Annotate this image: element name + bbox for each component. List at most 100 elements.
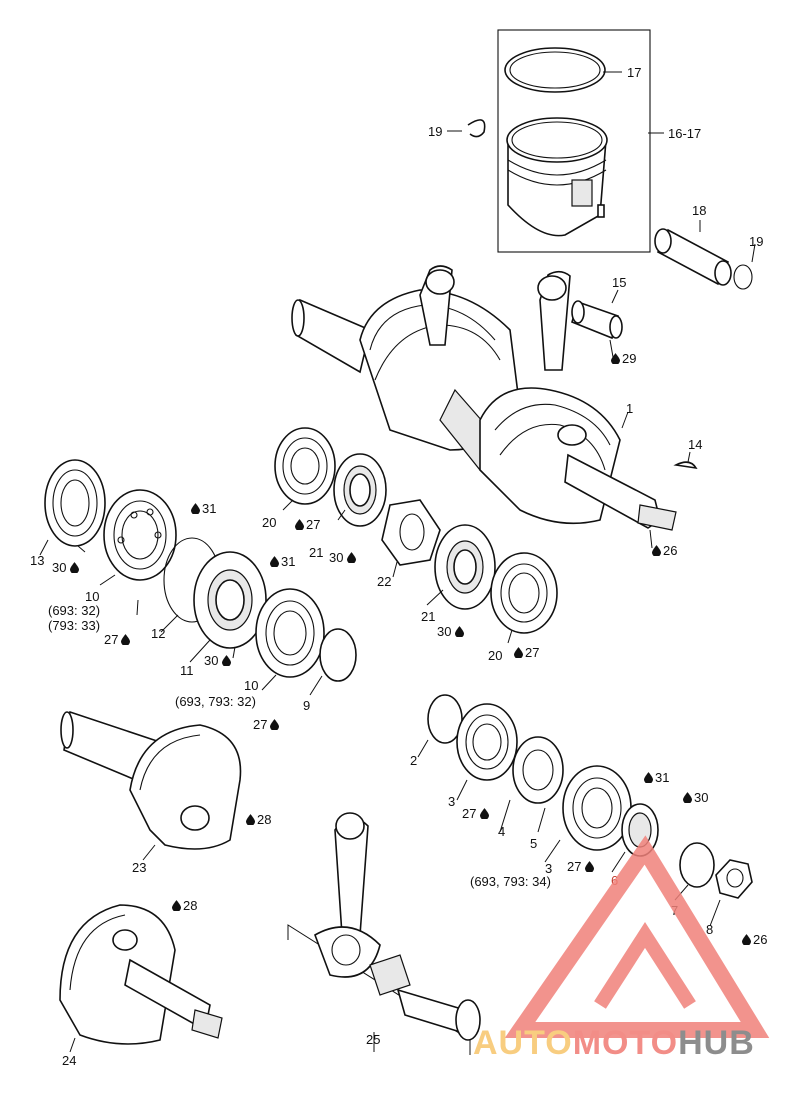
label-5: 5 [530,836,537,851]
label-9: 9 [303,698,310,713]
piston-frame [497,29,651,253]
svg-text:27: 27 [306,517,320,532]
needle-bearing [571,300,623,340]
label-20b: 20 [488,648,502,663]
woodruff-key [673,461,698,470]
circlip-right [733,264,753,290]
oil-drop-icon [172,900,181,911]
label-10a-note1: (693: 32) [48,603,100,618]
callout-labels: 1 2 3 3 (693, 793: 34) 4 5 6 7 8 9 10 (6… [30,65,763,1068]
oil-drop-icon [480,808,489,819]
label-20a: 20 [262,515,276,530]
oil-drop-icon [455,626,464,637]
label-3a: 3 [448,794,455,809]
svg-text:27: 27 [104,632,118,647]
svg-text:27: 27 [525,645,539,660]
piston-ring [504,47,606,93]
oil-drop-icon [683,792,692,803]
washer-7 [679,842,715,888]
lub-28a: 28 [246,812,271,827]
label-17: 17 [627,65,641,80]
crank-half-23 [60,710,242,850]
oil-drop-icon [644,772,653,783]
oil-drop-icon [347,552,356,563]
ring-2 [427,694,463,744]
ball-bearing-3b [562,765,632,851]
label-24: 24 [62,1053,76,1068]
ball-bearing-10b [255,588,325,678]
label-18: 18 [692,203,706,218]
svg-text:31: 31 [655,770,669,785]
label-19b: 19 [749,234,763,249]
oil-drop-icon [585,861,594,872]
watermark-text: AUTOMOTOHUB [473,1024,755,1062]
crankshaft-assembly [291,265,677,531]
svg-text:30: 30 [52,560,66,575]
lub-30b: 30 [329,550,356,565]
svg-text:30: 30 [437,624,451,639]
label-16-17: 16-17 [668,126,701,141]
lub-27c: 27 [253,717,279,732]
lub-31c: 31 [644,770,669,785]
lub-28b: 28 [172,898,197,913]
svg-text:30: 30 [329,550,343,565]
piston-assembly-box [467,29,651,253]
label-8: 8 [706,922,713,937]
oil-drop-icon [191,503,200,514]
oil-seal-21b [434,524,496,610]
label-4: 4 [498,824,505,839]
oil-drop-icon [270,719,279,730]
oil-seal-21a [333,453,387,527]
oil-drop-icon [514,647,523,658]
oil-seal-11 [193,551,267,649]
svg-text:26: 26 [753,932,767,947]
svg-text:28: 28 [257,812,271,827]
oil-drop-icon [270,556,279,567]
label-13: 13 [30,553,44,568]
svg-text:29: 29 [622,351,636,366]
lub-30a: 30 [52,560,79,575]
lub-30c: 30 [204,653,231,668]
label-21b: 21 [421,609,435,624]
ball-bearing-20a [274,427,336,505]
oil-drop-icon [742,934,751,945]
oil-seal-13 [44,459,106,547]
label-12: 12 [151,626,165,641]
label-15: 15 [612,275,626,290]
watermark-logo: AUTOMOTOHUB [473,835,770,1062]
ball-bearing-10a [103,489,177,581]
ball-bearing-20b [490,552,558,634]
lub-30d: 30 [437,624,464,639]
svg-text:26: 26 [663,543,677,558]
lub-27d: 27 [514,645,539,660]
ball-bearing-3a [456,703,518,781]
gear-22 [381,499,441,566]
svg-text:27: 27 [567,859,581,874]
label-22: 22 [377,574,391,589]
label-3b-note: (693, 793: 34) [470,874,551,889]
oil-drop-icon [70,562,79,573]
svg-text:31: 31 [281,554,295,569]
lub-29: 29 [611,351,636,366]
svg-text:31: 31 [202,501,216,516]
spacer-4 [512,736,564,804]
label-2: 2 [410,753,417,768]
label-10b-note: (693, 793: 32) [175,694,256,709]
label-14: 14 [688,437,702,452]
label-10b: 10 [244,678,258,693]
lubricant-callouts: 26 26 27 27 27 27 27 27 28 28 29 30 30 3… [52,351,767,947]
svg-text:30: 30 [204,653,218,668]
lub-27a: 27 [295,517,320,532]
lub-26b: 26 [742,932,767,947]
label-3b: 3 [545,861,552,876]
lub-27b: 27 [104,632,130,647]
watermark-triangle-icon [504,835,770,1038]
label-1: 1 [626,401,633,416]
oil-drop-icon [222,655,231,666]
label-10a: 10 [85,589,99,604]
wrist-pin [654,228,732,286]
svg-text:27: 27 [253,717,267,732]
connecting-rod-25 [287,812,481,1055]
